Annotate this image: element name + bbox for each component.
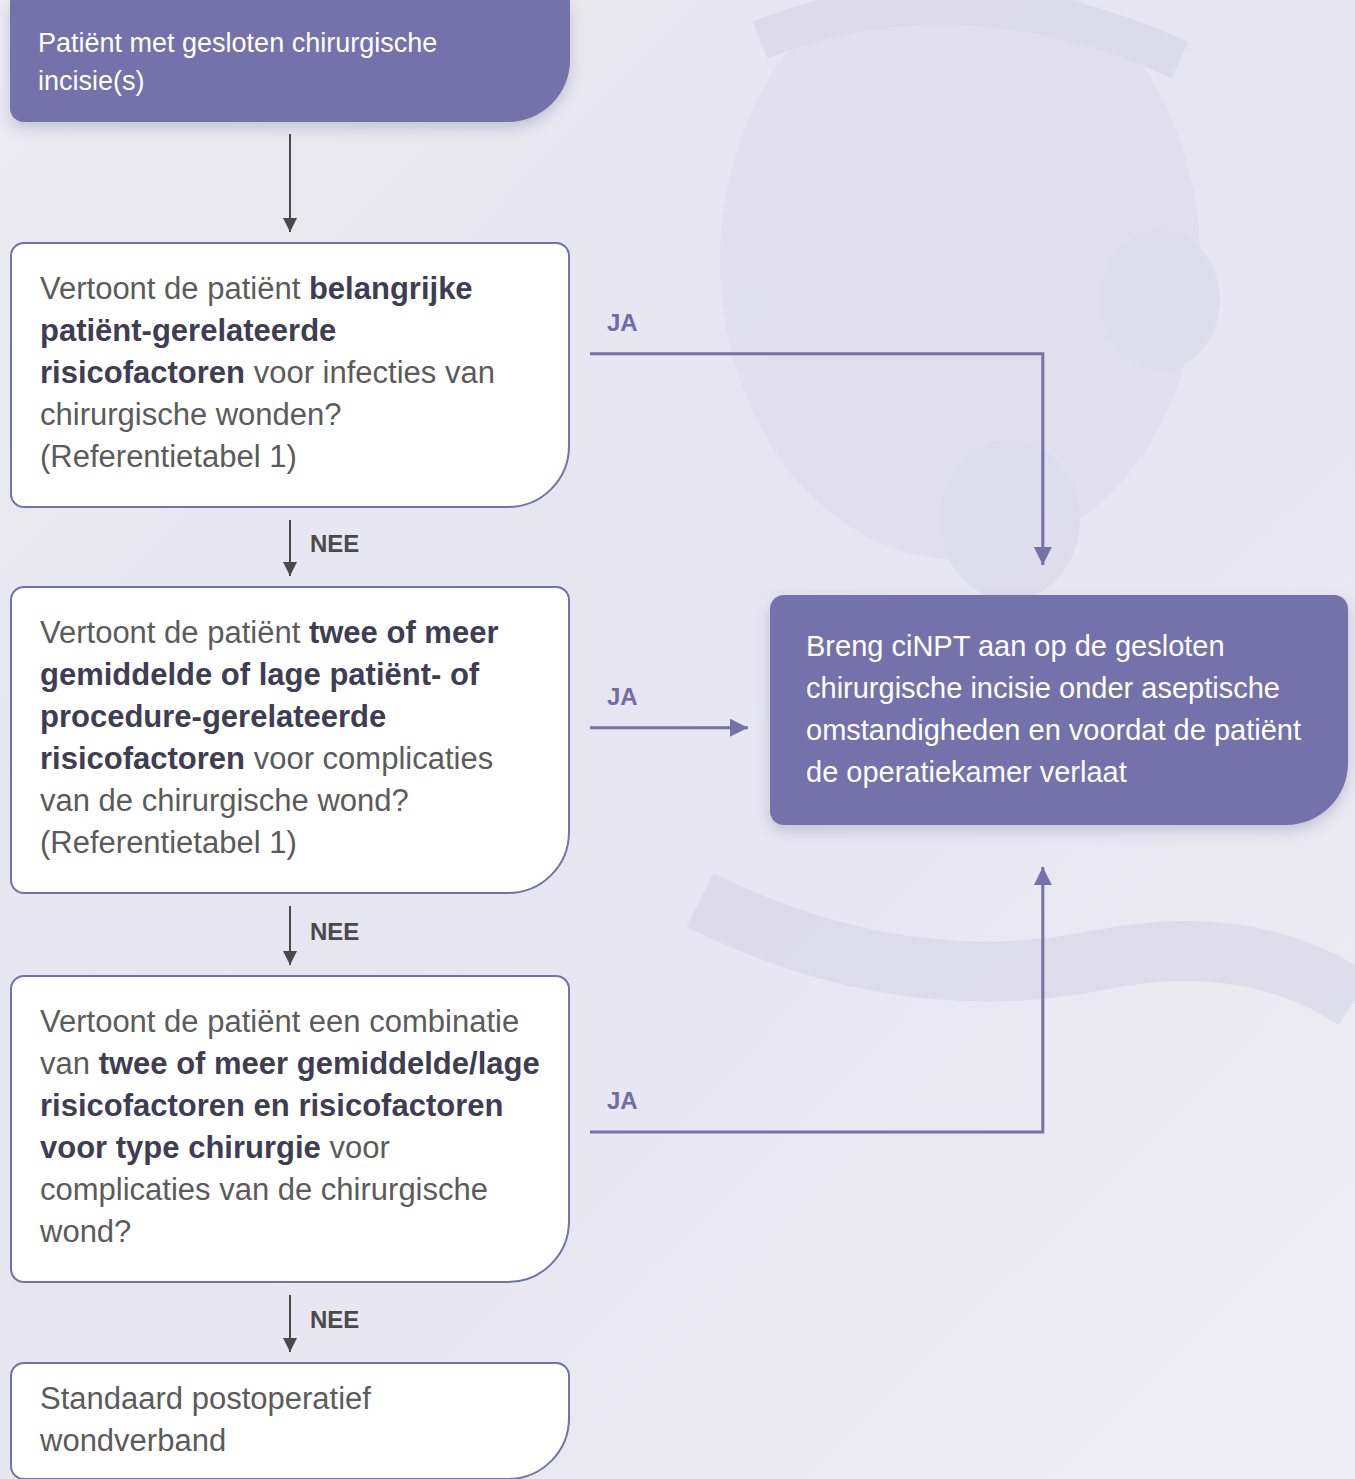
yes-connector [590,867,1043,1132]
node-text: Patiënt met gesloten chirurgische incisi… [38,28,437,96]
yes-connector [590,726,748,729]
node-text: Vertoont de patiënt [40,271,300,306]
edge-label: NEE [310,529,359,559]
end-box: Standaard postoperatief wondverband [10,1362,570,1479]
no-connector [289,134,291,232]
decision-box: Vertoont de patiënt een combinatie vantw… [10,975,570,1283]
node-text: twee of meer gemiddelde/lage risicofacto… [40,1046,540,1165]
no-connector [289,906,291,965]
edge-label: NEE [310,1305,359,1335]
start-box: Patiënt met gesloten chirurgische incisi… [10,0,570,122]
edge-label: JA [607,682,638,712]
node-text: Standaard postoperatief wondverband [40,1381,371,1458]
decision-box: Vertoont de patiëntbelangrijke patiënt-g… [10,242,570,508]
action-box: Breng ciNPT aan op de gesloten chirurgis… [770,595,1348,825]
node-text: Vertoont de patiënt [40,615,300,650]
no-connector [289,520,291,576]
edge-label: NEE [310,917,359,947]
decision-box: Vertoont de patiënttwee of meer gemiddel… [10,586,570,894]
node-text: Breng ciNPT aan op de gesloten chirurgis… [806,630,1301,788]
edge-label: JA [607,308,638,338]
yes-connector [590,354,1043,565]
edge-label: JA [607,1086,638,1116]
no-connector [289,1295,291,1352]
surgeon-silhouette [700,0,1355,1000]
